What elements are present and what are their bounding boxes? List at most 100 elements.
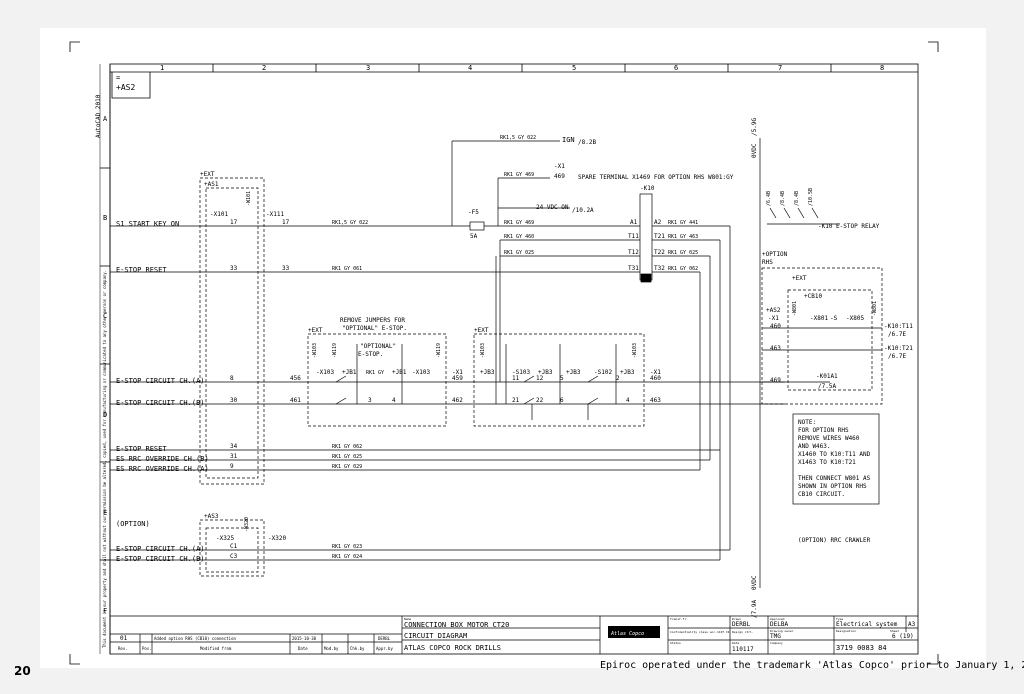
optional-label: "OPTIONAL": [360, 343, 396, 350]
footer-note: Epiroc operated under the trademark 'Atl…: [600, 660, 1024, 671]
pin-2: 2: [616, 375, 620, 382]
pin-22: 22: [536, 397, 544, 404]
relay-ref-4: /10.5B: [808, 188, 814, 206]
atlas-copco-logo: [608, 626, 660, 638]
w801-label-2: -W801: [872, 301, 878, 316]
pin-459: 459: [452, 375, 463, 382]
vdc-24: 24 VDC ON: [536, 204, 569, 211]
column-label-3: 3: [366, 64, 370, 72]
cable-062: RK1 GY 062: [668, 266, 698, 272]
pin-c3: C3: [230, 553, 238, 560]
ign-label: IGN: [562, 136, 575, 144]
note-line-4: AND W463.: [798, 443, 831, 450]
x103-label: -X103: [316, 369, 334, 376]
location-label: +AS2: [116, 83, 135, 92]
cable-463: RK1 GY 463: [668, 234, 698, 240]
tb-approved-by: DELBA: [770, 621, 788, 628]
tb-designation: Designation: [836, 629, 856, 633]
k10-t32: T32: [654, 265, 665, 272]
cable-061: RK1 GY 061: [332, 266, 362, 272]
pin-469: 469: [554, 173, 565, 180]
pin-33b: 33: [282, 265, 290, 272]
note-line-3: REMOVE WIRES W460: [798, 435, 860, 442]
relay-ref-3: /8.4B: [794, 191, 800, 206]
tb-rev-date: 2015-10-30: [292, 636, 317, 641]
tb-h-mod: Modified from: [200, 646, 232, 651]
tb-transf: Transf.fr.: [670, 617, 688, 621]
tb-drawn-by: DERBL: [732, 621, 750, 628]
page-number: 20: [14, 664, 31, 678]
tb-logo: Atlas Copco: [610, 631, 644, 637]
remove-jumpers: REMOVE JUMPERS FOR: [340, 317, 405, 324]
pin-30: 30: [230, 397, 238, 404]
pin-31: 31: [230, 453, 238, 460]
pin-5: 5: [560, 375, 564, 382]
pin-462: 462: [452, 397, 463, 404]
tb-company: Company: [770, 641, 783, 645]
note-line-5: X1460 TO K10:T11 AND: [798, 451, 871, 458]
tb-rev: 01: [120, 635, 128, 642]
pin-8: 8: [230, 375, 234, 382]
fuse-name: -F5: [468, 209, 479, 216]
tb-status: Status: [670, 641, 681, 645]
column-label-2: 2: [262, 64, 266, 72]
k01a1-label: -K01A1: [816, 373, 838, 380]
tb-owner: TMG: [770, 633, 781, 640]
pin-456: 456: [290, 375, 301, 382]
as3-label: +AS3: [204, 513, 219, 520]
tb-type: Electrical system: [836, 621, 898, 628]
copyright-text: This document is our property and shall …: [102, 270, 107, 648]
rhs-pin-460: 460: [770, 323, 781, 330]
vdc-ref: /10.2A: [572, 207, 594, 214]
jb3-label: +JB3: [480, 369, 495, 376]
tb-sheet: 6 (19): [892, 633, 914, 640]
tb-sheet-label: Sheet: [890, 629, 899, 633]
w320-label: -W320: [244, 517, 250, 532]
option-rhs: +OPTION: [762, 251, 788, 258]
signal-ch-a: E-STOP CIRCUIT CH.(A): [116, 377, 205, 385]
tb-h-date: Date: [298, 646, 308, 651]
note-line-9: SHOWN IN OPTION RHS: [798, 483, 867, 490]
ref-67e: /6.7E: [888, 331, 906, 338]
pin-461: 461: [290, 397, 301, 404]
estop-label: E-STOP.: [358, 351, 383, 358]
column-label-4: 4: [468, 64, 472, 72]
tb-h-rev: Rev.: [118, 646, 128, 651]
row-label-c: C: [103, 312, 107, 320]
tb-approved-label: Approved: [770, 617, 785, 621]
signal-estop-reset: E-STOP RESET: [116, 266, 167, 274]
ext-label-2: +EXT: [308, 327, 323, 334]
tb-h-app: Appr.by: [376, 646, 393, 651]
cable-025c: RK1 GY 025: [668, 250, 698, 256]
signal-estop-reset-2: E-STOP RESET: [116, 445, 167, 453]
cable-025b: RK1 GY 025: [332, 454, 362, 460]
tb-h-chk: Chk.by: [350, 646, 365, 651]
note-line-2: FOR OPTION RHS: [798, 427, 849, 434]
cable-460: RK1 GY 460: [504, 234, 534, 240]
jb1-label-2: +JB1: [392, 369, 407, 376]
pin-4b: 4: [626, 397, 630, 404]
column-label-7: 7: [778, 64, 782, 72]
pin-4: 4: [392, 397, 396, 404]
tb-title-2: CIRCUIT DIAGRAM: [404, 632, 467, 640]
k10-t21-ref: -K10:T21: [884, 345, 913, 352]
wiring: [110, 138, 918, 654]
w103-label-3: -W103: [632, 343, 638, 358]
w119-label: -W119: [332, 343, 338, 358]
left-margin-text: AutoCAD 2010: [95, 94, 102, 138]
jb3-label-4: +JB3: [620, 369, 635, 376]
k01-rating: /7.5A: [818, 383, 836, 390]
pin-33: 33: [230, 265, 238, 272]
row-label-a: A: [103, 115, 108, 123]
k10-t12: T12: [628, 249, 639, 256]
s102-label: -S102: [594, 369, 612, 376]
cable-gy-1: RK1 GY: [366, 370, 384, 376]
rhs-label: RHS: [762, 259, 773, 266]
x801-label: -X801: [810, 315, 828, 322]
cable-022: RK1,5 GY 022: [332, 220, 368, 226]
cb10-label: +CB10: [804, 293, 822, 300]
tb-drawing-owner: Drawing owner: [770, 629, 794, 633]
note-line-10: CB10 CIRCUIT.: [798, 491, 845, 498]
ext-label-3: +EXT: [474, 327, 489, 334]
tb-name-label: Name: [404, 617, 411, 621]
